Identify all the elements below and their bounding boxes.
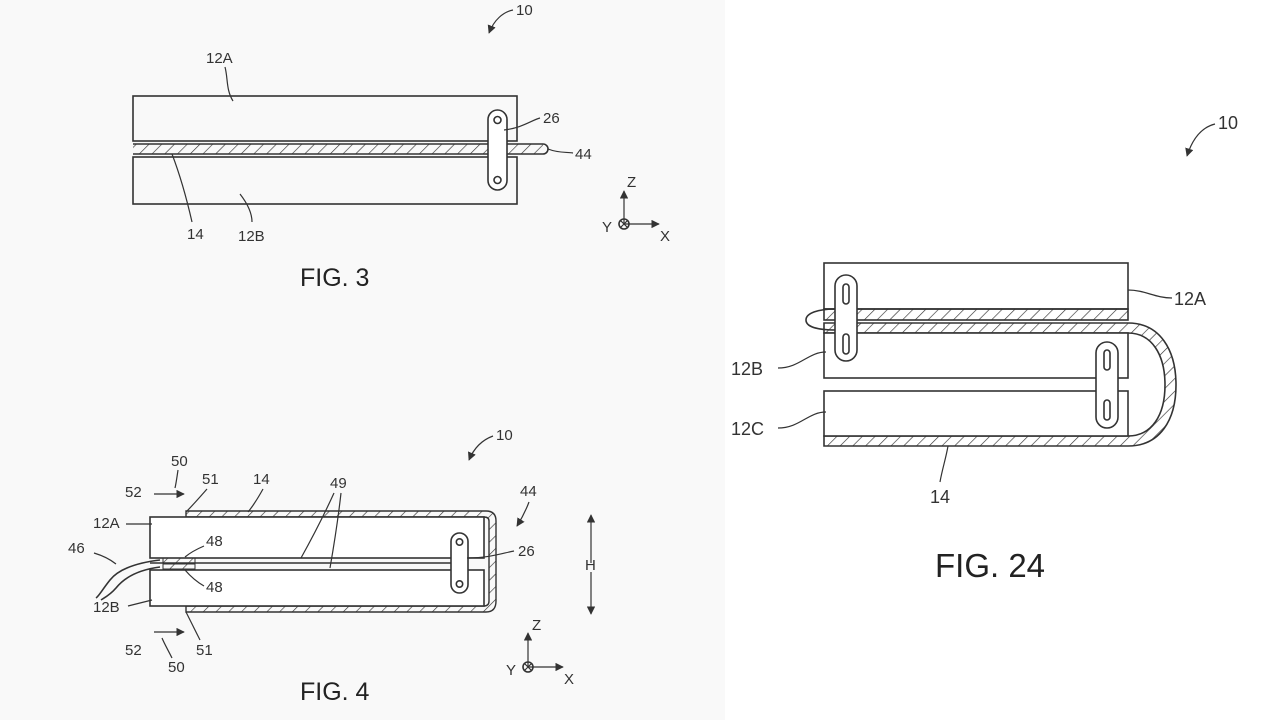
fig4-axis-y: Y [506,662,516,679]
fig4: 10 46 12A 12B 48 48 50 [68,427,596,706]
fig4-ref-50-bottom: 50 [168,659,185,676]
fig24-ref-12a: 12A [1174,289,1206,309]
fig4-ref-14: 14 [253,471,270,488]
fig4-ref-46: 46 [68,540,85,557]
fig4-ref-52-top: 52 [125,484,142,501]
fig3-ref-26: 26 [543,110,560,127]
fig24-ref-14: 14 [930,487,950,507]
fig4-clip-hole-bottom [455,579,464,588]
fig3-caption: FIG. 3 [300,264,369,292]
fig4-ref-h: H [585,557,596,574]
fig4-ref-51-top: 51 [202,471,219,488]
fig4-clip-hole-top [455,537,464,546]
fig24-ref-12c: 12C [731,419,764,439]
fig3: 10 12A 26 44 14 12B Z Y X FIG. 3 [132,2,670,292]
fig4-ref-26: 26 [518,543,535,560]
fig4-housing-12a [149,516,485,559]
fig3-ref-44: 44 [575,146,592,163]
fig24-hinge-clip-left [834,274,858,362]
fig3-ref-10: 10 [516,2,533,19]
fig3-axis-indicator: Z Y X [602,174,670,245]
fig4-cable [95,559,161,599]
fig4-ref-48-bottom: 48 [206,579,223,596]
fig24-caption: FIG. 24 [935,547,1045,584]
fig3-ref-14: 14 [187,226,204,243]
fig3-hinge-clip [487,109,508,191]
fig24-ref-10: 10 [1218,113,1238,133]
fig3-axis-x: X [660,228,670,245]
fig4-device-arrow: 10 [468,427,513,461]
fig4-contacts [162,557,196,570]
fig4-height-indicator: H [585,514,596,615]
fig4-ref-49: 49 [330,475,347,492]
fig24-left-loop [805,308,837,331]
fig24-housing-12c [823,390,1129,437]
fig3-ref-12b: 12B [238,228,265,245]
fig4-axis-z: Z [532,617,541,634]
fig24-ref-12b: 12B [731,359,763,379]
fig3-device-arrow: 10 [487,2,533,34]
fig4-ref-12b: 12B [93,599,120,616]
fig3-clip-hole-top [493,115,502,125]
fig4-caption: FIG. 4 [300,678,370,706]
fig24-device-arrow: 10 [1185,113,1238,157]
fig3-housing-12b [132,156,518,205]
fig4-housing-12b [149,569,485,607]
fig3-axis-z: Z [627,174,636,191]
fig4-axis-x: X [564,671,574,688]
fig24: 10 12A 12B 12C 14 FIG. 24 [731,113,1238,584]
fig24-housing-12a [823,262,1129,310]
fig4-ref-51-bottom: 51 [196,642,213,659]
fig3-axis-y: Y [602,219,612,236]
fig4-hinge-clip [450,532,469,594]
fig3-clip-hole-bottom [493,175,502,185]
fig24-flexible-layer [823,322,1177,447]
fig4-ref-48-top: 48 [206,533,223,550]
fig4-ref-50-top: 50 [171,453,188,470]
fig4-ref-10: 10 [496,427,513,444]
fig4-ref-12a: 12A [93,515,120,532]
fig3-flexible-layer [133,143,549,155]
fig3-ref-12a: 12A [206,50,233,67]
fig4-ref-52-bottom: 52 [125,642,142,659]
fig4-ref-44: 44 [520,483,537,500]
fig4-axis-indicator: Z Y X [506,617,574,688]
fig24-hinge-clip-right [1095,341,1119,429]
fig3-housing-12a [132,95,518,142]
fig24-layer-segment [823,308,1129,321]
fig24-housing-12b [823,332,1129,379]
